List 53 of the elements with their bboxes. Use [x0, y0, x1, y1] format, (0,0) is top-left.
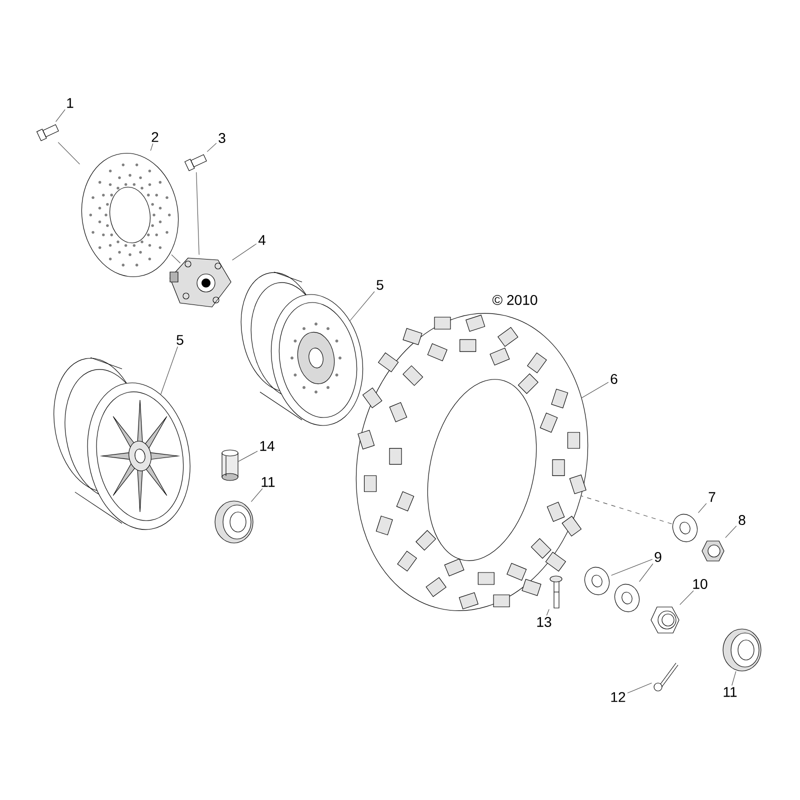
alignment-line — [581, 496, 672, 524]
leader-line — [56, 109, 66, 122]
wheel-rim-drawing — [240, 272, 364, 426]
leader-line — [627, 682, 652, 694]
leader-line — [160, 346, 178, 395]
copyright-note: © 2010 — [490, 294, 540, 306]
alignment-line — [196, 172, 200, 255]
tire-drawing — [356, 313, 588, 611]
callout-number: 9 — [654, 552, 662, 562]
callout-number: 7 — [708, 492, 716, 502]
leader-line — [546, 609, 550, 616]
leader-line — [250, 488, 263, 502]
leader-line — [206, 142, 217, 152]
leader-line — [639, 563, 654, 582]
callout-number: 2 — [152, 132, 158, 142]
callout-number: 5 — [176, 335, 184, 345]
cotter-pin-drawing — [654, 662, 678, 692]
wheel-rim-drawing — [54, 357, 190, 530]
leader-line — [350, 291, 375, 322]
leader-line — [725, 526, 737, 538]
callout-number: 14 — [260, 441, 274, 451]
callout-number: 10 — [693, 579, 708, 589]
washer-drawing — [672, 514, 698, 542]
callout-number: 11 — [262, 477, 275, 487]
callout-number: 4 — [258, 235, 266, 245]
callout-number: 13 — [537, 617, 552, 627]
leader-line — [698, 503, 707, 514]
leader-line — [232, 244, 257, 260]
stud-drawing — [222, 450, 238, 481]
callout-number: 12 — [611, 692, 626, 702]
washer-drawing — [614, 584, 640, 612]
alignment-line — [58, 142, 80, 164]
leader-line — [680, 590, 694, 605]
hub-cap-drawing — [214, 500, 254, 544]
nut-drawing — [650, 606, 680, 634]
leader-line — [150, 143, 154, 151]
brake-disc-drawing — [81, 152, 179, 278]
leader-line — [611, 558, 653, 576]
callout-number: 1 — [67, 98, 74, 108]
leader-line — [581, 382, 609, 398]
callout-number: 8 — [738, 515, 746, 525]
hub-cap-drawing — [722, 628, 762, 672]
washer-drawing — [584, 566, 610, 596]
alignment-line — [171, 254, 181, 264]
wheel-hub-drawing — [170, 258, 232, 308]
leader-line — [238, 450, 258, 462]
callout-number: 11 — [724, 687, 737, 697]
callout-number: 3 — [218, 133, 226, 143]
stud-drawing — [550, 576, 562, 608]
nut-drawing — [702, 540, 724, 562]
leader-line — [732, 671, 736, 686]
callout-number: 6 — [610, 374, 618, 384]
callout-number: 5 — [376, 280, 384, 290]
